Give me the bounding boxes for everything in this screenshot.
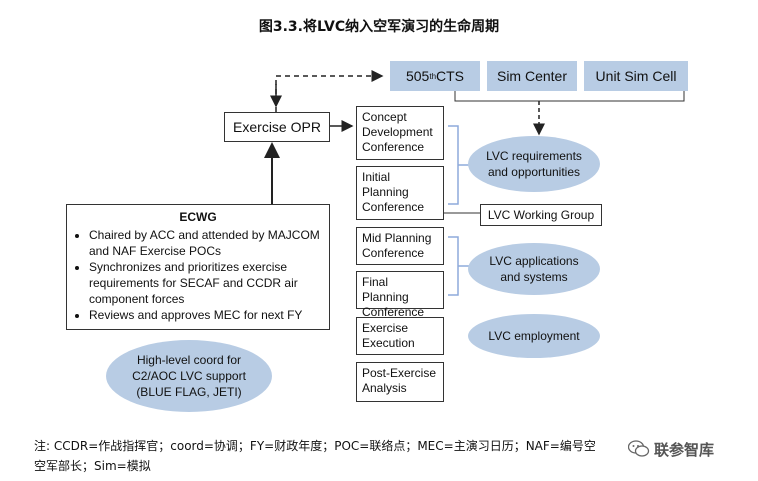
ellipse-lvc-applications: LVC applications and systems (468, 243, 600, 295)
entity-505-suffix: CTS (436, 68, 465, 84)
phase-final-planning: Final Planning Conference (356, 271, 444, 319)
ecwg-title: ECWG (179, 210, 217, 224)
ellipse-lvc-employment: LVC employment (468, 314, 600, 358)
phase-concept-development: Concept Development Conference (356, 106, 444, 160)
footnote-line-2: 空军部长；Sim=模拟 (34, 459, 151, 473)
ecwg-item-synchronizes: Synchronizes and prioritizes exercise re… (89, 259, 321, 307)
watermark-text: 联参智库 (654, 440, 715, 459)
phase-post-exercise-analysis: Post-Exercise Analysis (356, 362, 444, 402)
ellipse-lvc-requirements: LVC requirements and opportunities (468, 136, 600, 192)
figure-title: 图3.3.将LVC纳入空军演习的生命周期 (258, 19, 500, 35)
ecwg-item-reviews: Reviews and approves MEC for next FY (89, 307, 321, 323)
ellipse-high-level-coord: High-level coord for C2/AOC LVC support … (106, 340, 272, 412)
bracket-requirements (448, 125, 459, 205)
footnote-line-1: 注: CCDR=作战指挥官；coord=协调；FY=财政年度；POC=联络点；M… (34, 439, 596, 453)
top-entities-bracket (454, 91, 685, 102)
lvc-working-group-box: LVC Working Group (480, 204, 602, 226)
phase-exercise-execution: Exercise Execution (356, 317, 444, 355)
phase-initial-planning: Initial Planning Conference (356, 166, 444, 220)
entity-sim-center-label: Sim Center (496, 68, 568, 84)
entity-505-label: 505 (405, 68, 430, 84)
phase-mid-planning: Mid Planning Conference (356, 227, 444, 265)
bracket-applications (448, 236, 459, 296)
entity-505-sup: th (429, 71, 437, 81)
watermark: 联参智库 (628, 435, 715, 463)
ecwg-item-chaired: Chaired by ACC and attended by MAJCOM an… (89, 227, 321, 259)
exercise-opr-box: Exercise OPR (224, 112, 330, 142)
entity-unit-sim-cell: Unit Sim Cell (584, 61, 688, 91)
lvc-working-group-label: LVC Working Group (487, 207, 595, 222)
exercise-opr-label: Exercise OPR (233, 118, 321, 135)
wechat-icon (628, 440, 650, 457)
entity-sim-center: Sim Center (487, 61, 577, 91)
footnote: 注: CCDR=作战指挥官；coord=协调；FY=财政年度；POC=联络点；M… (34, 436, 634, 476)
entity-unit-sim-cell-label: Unit Sim Cell (595, 68, 677, 84)
ecwg-box: ECWG Chaired by ACC and attended by MAJC… (66, 204, 330, 330)
ecwg-list: Chaired by ACC and attended by MAJCOM an… (75, 227, 321, 323)
